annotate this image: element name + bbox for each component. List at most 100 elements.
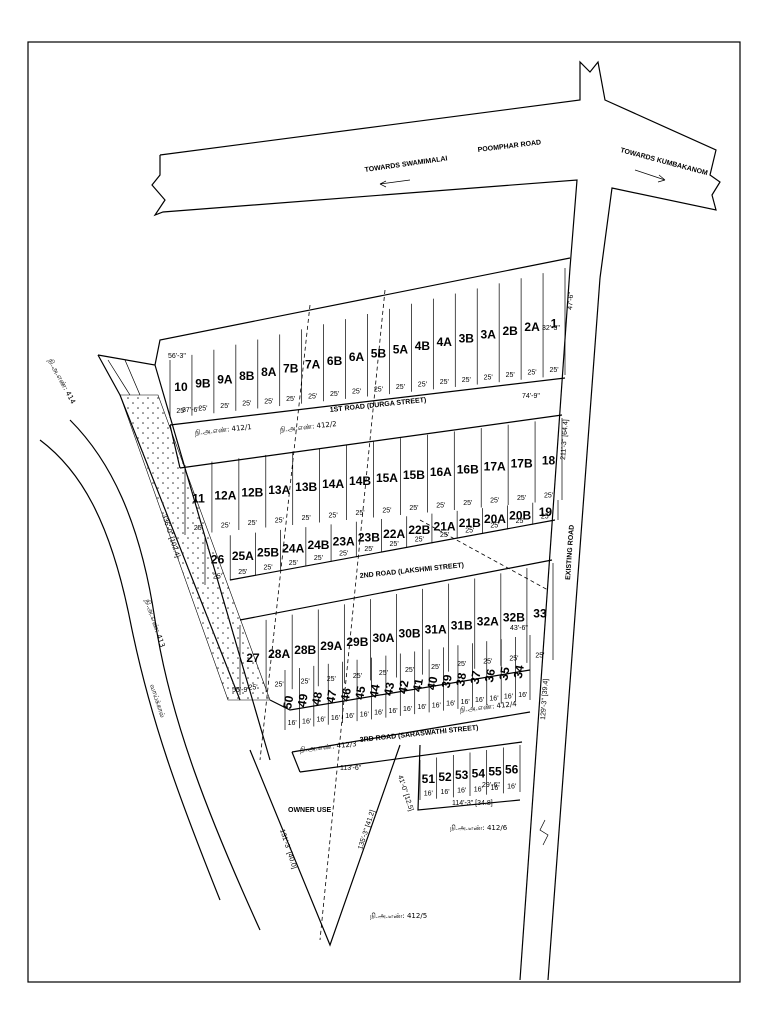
- plot-35[interactable]: 35: [496, 666, 512, 682]
- dim-41: 41'-0" [12.5]: [396, 774, 414, 812]
- plot-14b[interactable]: 14B: [349, 474, 371, 488]
- plot-width-dim: 16': [316, 717, 325, 724]
- plot-20b[interactable]: 20B: [509, 509, 531, 523]
- plot-5b[interactable]: 5B: [371, 346, 387, 360]
- plot-4a[interactable]: 4A: [437, 335, 453, 349]
- plot-43[interactable]: 43: [381, 681, 397, 697]
- plot-11[interactable]: 11: [192, 492, 205, 506]
- plot-54[interactable]: 54: [472, 766, 486, 780]
- arrow-left-icon: [379, 179, 411, 188]
- plot-29b[interactable]: 29B: [346, 635, 368, 649]
- plot-46[interactable]: 46: [338, 687, 354, 703]
- plot-width-dim: 25': [483, 658, 492, 665]
- plot-6b[interactable]: 6B: [327, 354, 343, 368]
- plot-width-dim: 16': [504, 694, 513, 701]
- plot-32a[interactable]: 32A: [477, 615, 499, 629]
- plot-19[interactable]: 19: [539, 505, 553, 519]
- plot-47[interactable]: 47: [323, 689, 339, 705]
- plot-20a[interactable]: 20A: [484, 512, 506, 526]
- plot-36[interactable]: 36: [482, 667, 498, 683]
- plot-1[interactable]: 1: [551, 316, 558, 330]
- plot-53[interactable]: 53: [455, 768, 469, 782]
- plot-15b[interactable]: 15B: [403, 468, 425, 482]
- plot-25b[interactable]: 25B: [257, 545, 279, 559]
- plot-23b[interactable]: 23B: [358, 531, 380, 545]
- plot-37[interactable]: 37: [468, 669, 484, 685]
- plot-52[interactable]: 52: [438, 770, 452, 784]
- plot-49[interactable]: 49: [295, 692, 311, 708]
- plot-6a[interactable]: 6A: [349, 350, 365, 364]
- plot-48[interactable]: 48: [309, 690, 325, 706]
- plot-51[interactable]: 51: [422, 772, 436, 786]
- plot-7a[interactable]: 7A: [305, 358, 321, 372]
- plot-17a[interactable]: 17A: [484, 459, 506, 473]
- plot-38[interactable]: 38: [453, 671, 469, 687]
- plot-22b[interactable]: 22B: [408, 523, 430, 537]
- plot-42[interactable]: 42: [396, 679, 412, 695]
- plot-13b[interactable]: 13B: [295, 480, 317, 494]
- plot-width-dim: 25': [509, 655, 518, 662]
- plot-4b[interactable]: 4B: [415, 339, 431, 353]
- existing-road: EXISTING ROAD 211'-3" [64.4] 129'-3" [39…: [519, 267, 601, 981]
- plot-16a[interactable]: 16A: [430, 465, 452, 479]
- plot-29a[interactable]: 29A: [320, 639, 342, 653]
- plot-width-dim: 25': [382, 507, 391, 514]
- plot-17b[interactable]: 17B: [511, 456, 533, 470]
- plot-21a[interactable]: 21A: [434, 520, 456, 534]
- plot-width-dim: 25': [330, 391, 339, 398]
- plot-18[interactable]: 18: [542, 453, 556, 467]
- plot-width-dim: 25': [327, 676, 336, 683]
- plot-30b[interactable]: 30B: [399, 627, 421, 641]
- plot-24a[interactable]: 24A: [282, 542, 304, 556]
- plot-28b[interactable]: 28B: [294, 643, 316, 657]
- plot-26[interactable]: 26: [211, 553, 225, 567]
- plot-3a[interactable]: 3A: [481, 328, 497, 342]
- plot-32b[interactable]: 32B: [503, 611, 525, 625]
- plot-55[interactable]: 55: [488, 764, 502, 778]
- towards-kumbakonam-label: TOWARDS KUMBAKANOM: [619, 147, 708, 177]
- plot-2b[interactable]: 2B: [502, 324, 518, 338]
- plot-34[interactable]: 34: [511, 664, 527, 680]
- plot-31a[interactable]: 31A: [425, 623, 447, 637]
- plot-24b[interactable]: 24B: [307, 538, 329, 552]
- plot-41[interactable]: 41: [410, 677, 426, 693]
- plot-14a[interactable]: 14A: [322, 477, 344, 491]
- plot-40[interactable]: 40: [424, 675, 440, 691]
- plot-33[interactable]: 33: [533, 607, 547, 621]
- plot-23a[interactable]: 23A: [333, 534, 355, 548]
- plot-9a[interactable]: 9A: [217, 373, 233, 387]
- plot-2a[interactable]: 2A: [524, 320, 540, 334]
- plot-25a[interactable]: 25A: [232, 549, 254, 563]
- plot-28a[interactable]: 28A: [268, 647, 290, 661]
- plot-10[interactable]: 10: [174, 380, 188, 394]
- plot-12a[interactable]: 12A: [214, 489, 236, 503]
- dim-43: 43'-6": [510, 625, 528, 632]
- plot-8b[interactable]: 8B: [239, 369, 255, 383]
- survey-414: நி.அ.எண்: 414: [46, 357, 77, 406]
- plot-15a[interactable]: 15A: [376, 471, 398, 485]
- plot-56[interactable]: 56: [505, 762, 519, 776]
- plot-21b[interactable]: 21B: [459, 516, 481, 530]
- plot-27[interactable]: 27: [246, 651, 260, 665]
- plot-5a[interactable]: 5A: [393, 343, 409, 357]
- plot-44[interactable]: 44: [367, 683, 383, 699]
- plot-13a[interactable]: 13A: [268, 483, 290, 497]
- plot-12b[interactable]: 12B: [241, 486, 263, 500]
- plot-width-dim: 16': [302, 718, 311, 725]
- plot-width-dim: 16': [417, 704, 426, 711]
- plot-7b[interactable]: 7B: [283, 361, 299, 375]
- plot-width-dim: 25': [339, 550, 348, 557]
- plot-16b[interactable]: 16B: [457, 462, 479, 476]
- plot-8a[interactable]: 8A: [261, 365, 277, 379]
- plot-22a[interactable]: 22A: [383, 527, 405, 541]
- plot-39[interactable]: 39: [439, 673, 455, 689]
- plot-45[interactable]: 45: [352, 685, 368, 701]
- plot-9b[interactable]: 9B: [195, 376, 211, 390]
- plot-width-dim: 25': [198, 405, 207, 412]
- plot-3b[interactable]: 3B: [459, 331, 475, 345]
- survey-412-1: நி.அ.எண்: 412/1: [194, 423, 252, 437]
- plot-width-dim: 25': [275, 682, 284, 689]
- plot-30a[interactable]: 30A: [372, 631, 394, 645]
- plot-50[interactable]: 50: [280, 694, 296, 710]
- plot-31b[interactable]: 31B: [451, 619, 473, 633]
